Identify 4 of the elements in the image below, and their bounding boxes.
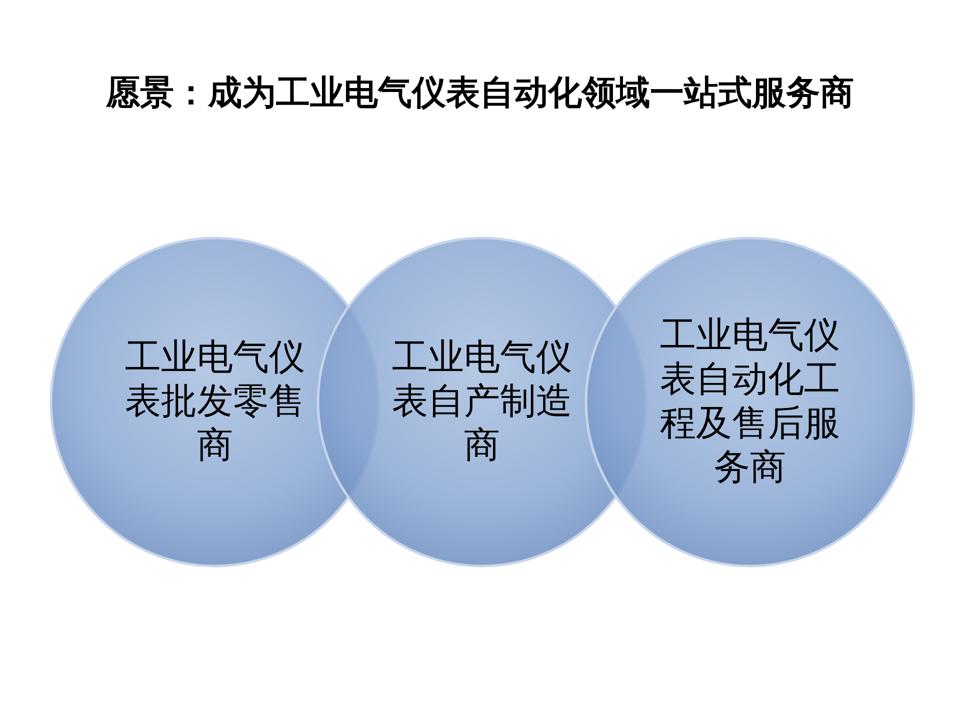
circle-label: 工业电气仪表批发零售商 [124,336,306,468]
circle-label: 工业电气仪表自动化工程及售后服务商 [659,314,841,490]
title: 愿景：成为工业电气仪表自动化领域一站式服务商 [104,72,855,115]
circle-label: 工业电气仪表自产制造商 [391,336,573,468]
